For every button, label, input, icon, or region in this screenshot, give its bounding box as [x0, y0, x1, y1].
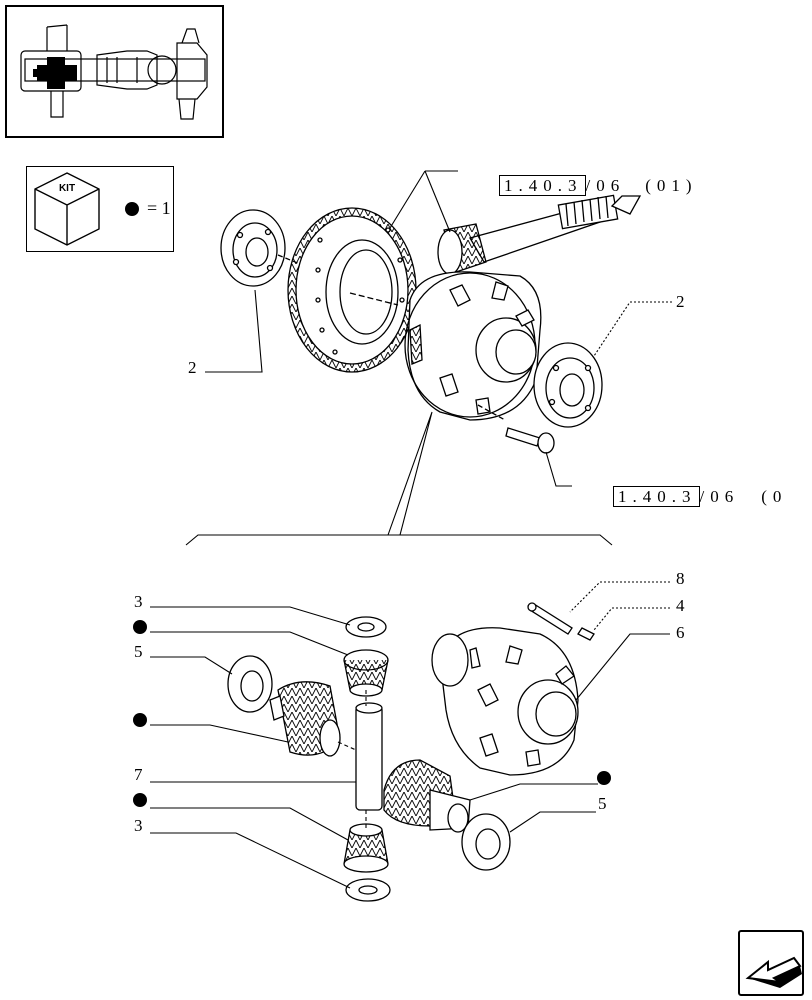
- callout-housing[interactable]: 6: [676, 623, 685, 642]
- pin-long-icon: [527, 602, 573, 635]
- kit-marker-planet-left: [133, 713, 147, 727]
- callout-thrust-right[interactable]: 5: [598, 794, 607, 813]
- callout-washer-bottom[interactable]: 3: [134, 816, 143, 835]
- pin-small-icon: [577, 627, 595, 641]
- callout-shaft[interactable]: 7: [134, 765, 143, 784]
- side-gear-bottom-icon: [343, 823, 389, 873]
- thrust-washer-right-icon: [461, 813, 511, 871]
- axle-thumbnail-icon: [5, 5, 224, 138]
- kit-markers: [133, 620, 611, 807]
- thrust-washer-left-icon: [227, 655, 273, 713]
- callout-washer-top[interactable]: 3: [134, 592, 143, 611]
- callout-thrust-left[interactable]: 5: [134, 642, 143, 661]
- diff-housing-upper-icon: [404, 271, 542, 421]
- callout-bearing-right[interactable]: 2: [676, 292, 685, 311]
- reference-top-variant: (01): [645, 176, 698, 195]
- reference-bottom-variant: (0: [761, 487, 788, 506]
- previous-page-arrow-icon: [745, 956, 802, 988]
- cross-shaft-icon: [355, 702, 383, 811]
- reference-top-code[interactable]: 1.40.3: [499, 175, 586, 196]
- pinion-shaft-icon: [437, 194, 642, 275]
- callout-pin-long[interactable]: 8: [676, 569, 685, 588]
- kit-marker-gear-top: [133, 620, 147, 634]
- callout-pin-small[interactable]: 4: [676, 596, 685, 615]
- reference-top-suffix: /06: [585, 176, 626, 195]
- bolt-icon: [505, 427, 555, 454]
- planet-gear-right-icon: [383, 759, 471, 833]
- previous-page-button[interactable]: [738, 930, 804, 996]
- washer-bottom-icon: [345, 878, 391, 902]
- reference-bottom[interactable]: 1.40.3/06 (0: [572, 471, 787, 522]
- reference-bottom-code[interactable]: 1.40.3: [613, 486, 700, 507]
- kit-marker-gear-bottom: [133, 793, 147, 807]
- kit-legend: KIT = 1: [26, 166, 174, 252]
- planet-gear-left-icon: [269, 681, 341, 757]
- kit-cube-icon: [34, 172, 100, 246]
- callout-bearing-left[interactable]: 2: [188, 358, 197, 377]
- diff-housing-lower-icon: [431, 627, 579, 776]
- ring-gear-icon: [287, 207, 417, 373]
- washer-top-icon: [345, 616, 387, 638]
- reference-bottom-suffix: /06: [699, 487, 740, 506]
- bearing-right-icon: [533, 342, 603, 428]
- reference-top[interactable]: 1.40.3/06 (01): [458, 160, 698, 211]
- kit-badge-text: KIT: [59, 183, 75, 194]
- kit-marker-planet-right: [597, 771, 611, 785]
- kit-equals-text: = 1: [147, 198, 171, 218]
- bearing-left-icon: [220, 209, 286, 287]
- kit-dot-icon: [125, 202, 139, 216]
- side-gear-top-icon: [343, 649, 389, 697]
